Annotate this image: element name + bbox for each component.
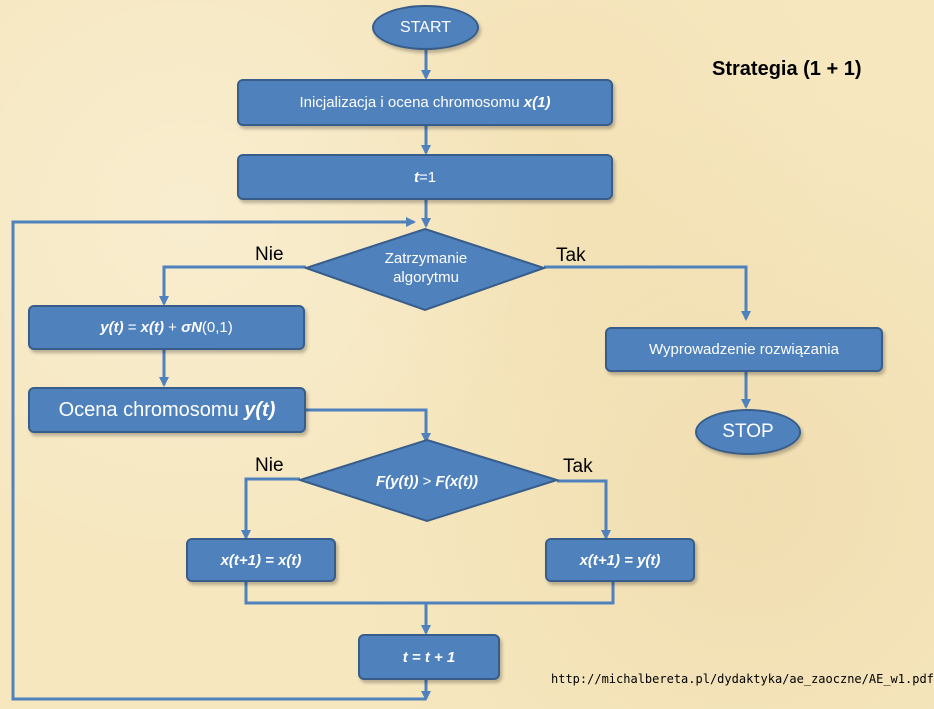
arrow-evaluate-to-compare <box>306 408 431 443</box>
output-label: Wyprowadzenie rozwiązania <box>649 341 839 358</box>
increment-label: t = t + 1 <box>402 648 456 666</box>
start-node: START <box>372 5 479 50</box>
stop-check-diamond <box>302 227 548 312</box>
stop-label: STOP <box>722 421 774 442</box>
t-init-node: t=1 <box>237 154 613 200</box>
arrow-compare-yes <box>557 479 611 540</box>
start-label: START <box>400 18 451 36</box>
stop-yes-label: Tak <box>556 245 586 266</box>
compare-yes-label: Tak <box>563 456 593 477</box>
loop-back-line <box>11 217 426 701</box>
compare-diamond <box>296 438 561 523</box>
arrow-stop-yes <box>544 265 751 321</box>
stop-node: STOP <box>695 409 801 455</box>
keep-x-label: x(t+1) = x(t) <box>220 551 302 569</box>
compare-label: F(y(t)) > F(x(t)) <box>375 472 479 490</box>
keep-x-node: x(t+1) = x(t) <box>186 538 336 582</box>
t-init-label: t=1 <box>413 168 437 186</box>
init-node: Inicjalizacja i ocena chromosomu x(1) <box>237 79 613 126</box>
stop-check-label: Zatrzymanie algorytmu <box>384 250 468 286</box>
output-node: Wyprowadzenie rozwiązania <box>605 327 883 372</box>
arrow-stop-no <box>159 265 306 306</box>
evaluate-label: Ocena chromosomu y(t) <box>58 398 276 421</box>
increment-node: t = t + 1 <box>358 634 500 680</box>
init-label: Inicjalizacja i ocena chromosomu x(1) <box>299 94 551 111</box>
arrow-compare-no <box>241 477 300 540</box>
page-title: Strategia (1 + 1) <box>712 58 862 80</box>
compare-no-label: Nie <box>255 455 284 476</box>
mutation-label: y(t) = x(t) + σN(0,1) <box>100 319 233 336</box>
source-url: http://michalbereta.pl/dydaktyka/ae_zaoc… <box>551 672 934 686</box>
evaluate-node: Ocena chromosomu y(t) <box>28 387 306 433</box>
take-y-node: x(t+1) = y(t) <box>545 538 695 582</box>
take-y-label: x(t+1) = y(t) <box>579 551 661 569</box>
stop-no-label: Nie <box>255 244 284 265</box>
line-keep-merge <box>244 582 615 605</box>
mutation-node: y(t) = x(t) + σN(0,1) <box>28 305 305 350</box>
